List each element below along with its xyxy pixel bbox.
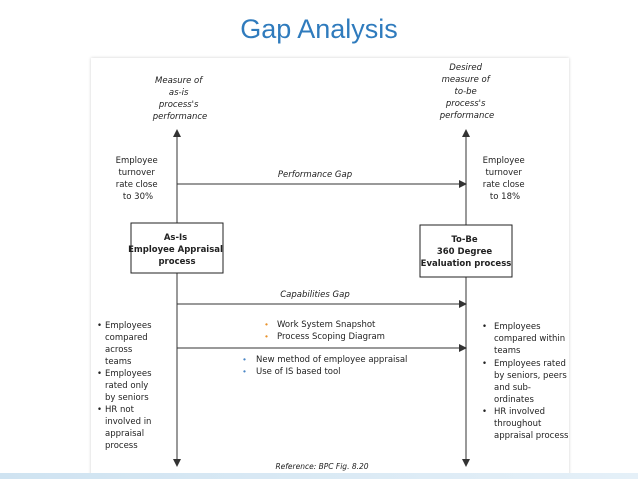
left-axis-label: Measure of as-is process's performance — [152, 76, 208, 122]
svg-text:Employees compared: Employees compared across teams — [105, 321, 154, 367]
svg-text:HR involved throughout: HR involved throughout appraisal process — [494, 407, 569, 441]
right-axis-label: Desired measure of to-be process's perfo… — [439, 63, 495, 121]
svg-text:•: • — [265, 319, 268, 329]
svg-text:•: • — [482, 407, 487, 417]
svg-text:•: • — [243, 354, 246, 364]
svg-text:•: • — [97, 369, 102, 379]
left-bullet-list: • Employees compared across teams • Empl… — [97, 321, 154, 451]
svg-text:New method of employee apprais: New method of employee appraisal — [256, 355, 407, 365]
capabilities-list: • Work System Snapshot • Process Scoping… — [265, 319, 385, 342]
svg-text:Work System Snapshot: Work System Snapshot — [277, 320, 376, 330]
svg-text:Use of IS based tool: Use of IS based tool — [256, 367, 341, 377]
svg-text:•: • — [97, 405, 102, 415]
svg-text:•: • — [97, 321, 102, 331]
svg-text:•: • — [265, 331, 268, 341]
right-metric-text: Employee turnover rate close to 18% — [483, 156, 528, 202]
asis-process-box — [130, 222, 224, 274]
svg-text:Employees rated only: Employees rated only by seniors — [105, 369, 154, 403]
svg-text:•: • — [482, 359, 487, 369]
svg-text:Employees rated by senio: Employees rated by seniors, peers and su… — [494, 359, 570, 405]
slide-title: Gap Analysis — [240, 14, 398, 44]
tobe-process-box — [419, 224, 513, 278]
reference-text: Reference: BPC Fig. 8.20 — [275, 462, 368, 471]
capabilities-gap-label: Capabilities Gap — [280, 290, 349, 300]
improvements-list: • New method of employee appraisal • Use… — [243, 354, 407, 377]
right-bullet-list: • Employees compared within teams • Empl… — [482, 322, 570, 441]
svg-text:•: • — [243, 366, 246, 376]
svg-text:Employees compared withi: Employees compared within teams — [494, 322, 568, 356]
svg-text:Process Scoping Diagram: Process Scoping Diagram — [277, 332, 385, 342]
tobe-process-label: To-Be 360 Degree Evaluation process — [421, 235, 512, 269]
left-metric-text: Employee turnover rate close to 30% — [116, 156, 161, 202]
svg-text:•: • — [482, 322, 487, 332]
asis-process-label: As-Is Employee Appraisal process — [128, 233, 226, 267]
performance-gap-label: Performance Gap — [278, 170, 352, 180]
svg-text:HR not involved in: HR not involved in appraisal process — [105, 405, 154, 451]
bottom-rule — [0, 473, 638, 479]
